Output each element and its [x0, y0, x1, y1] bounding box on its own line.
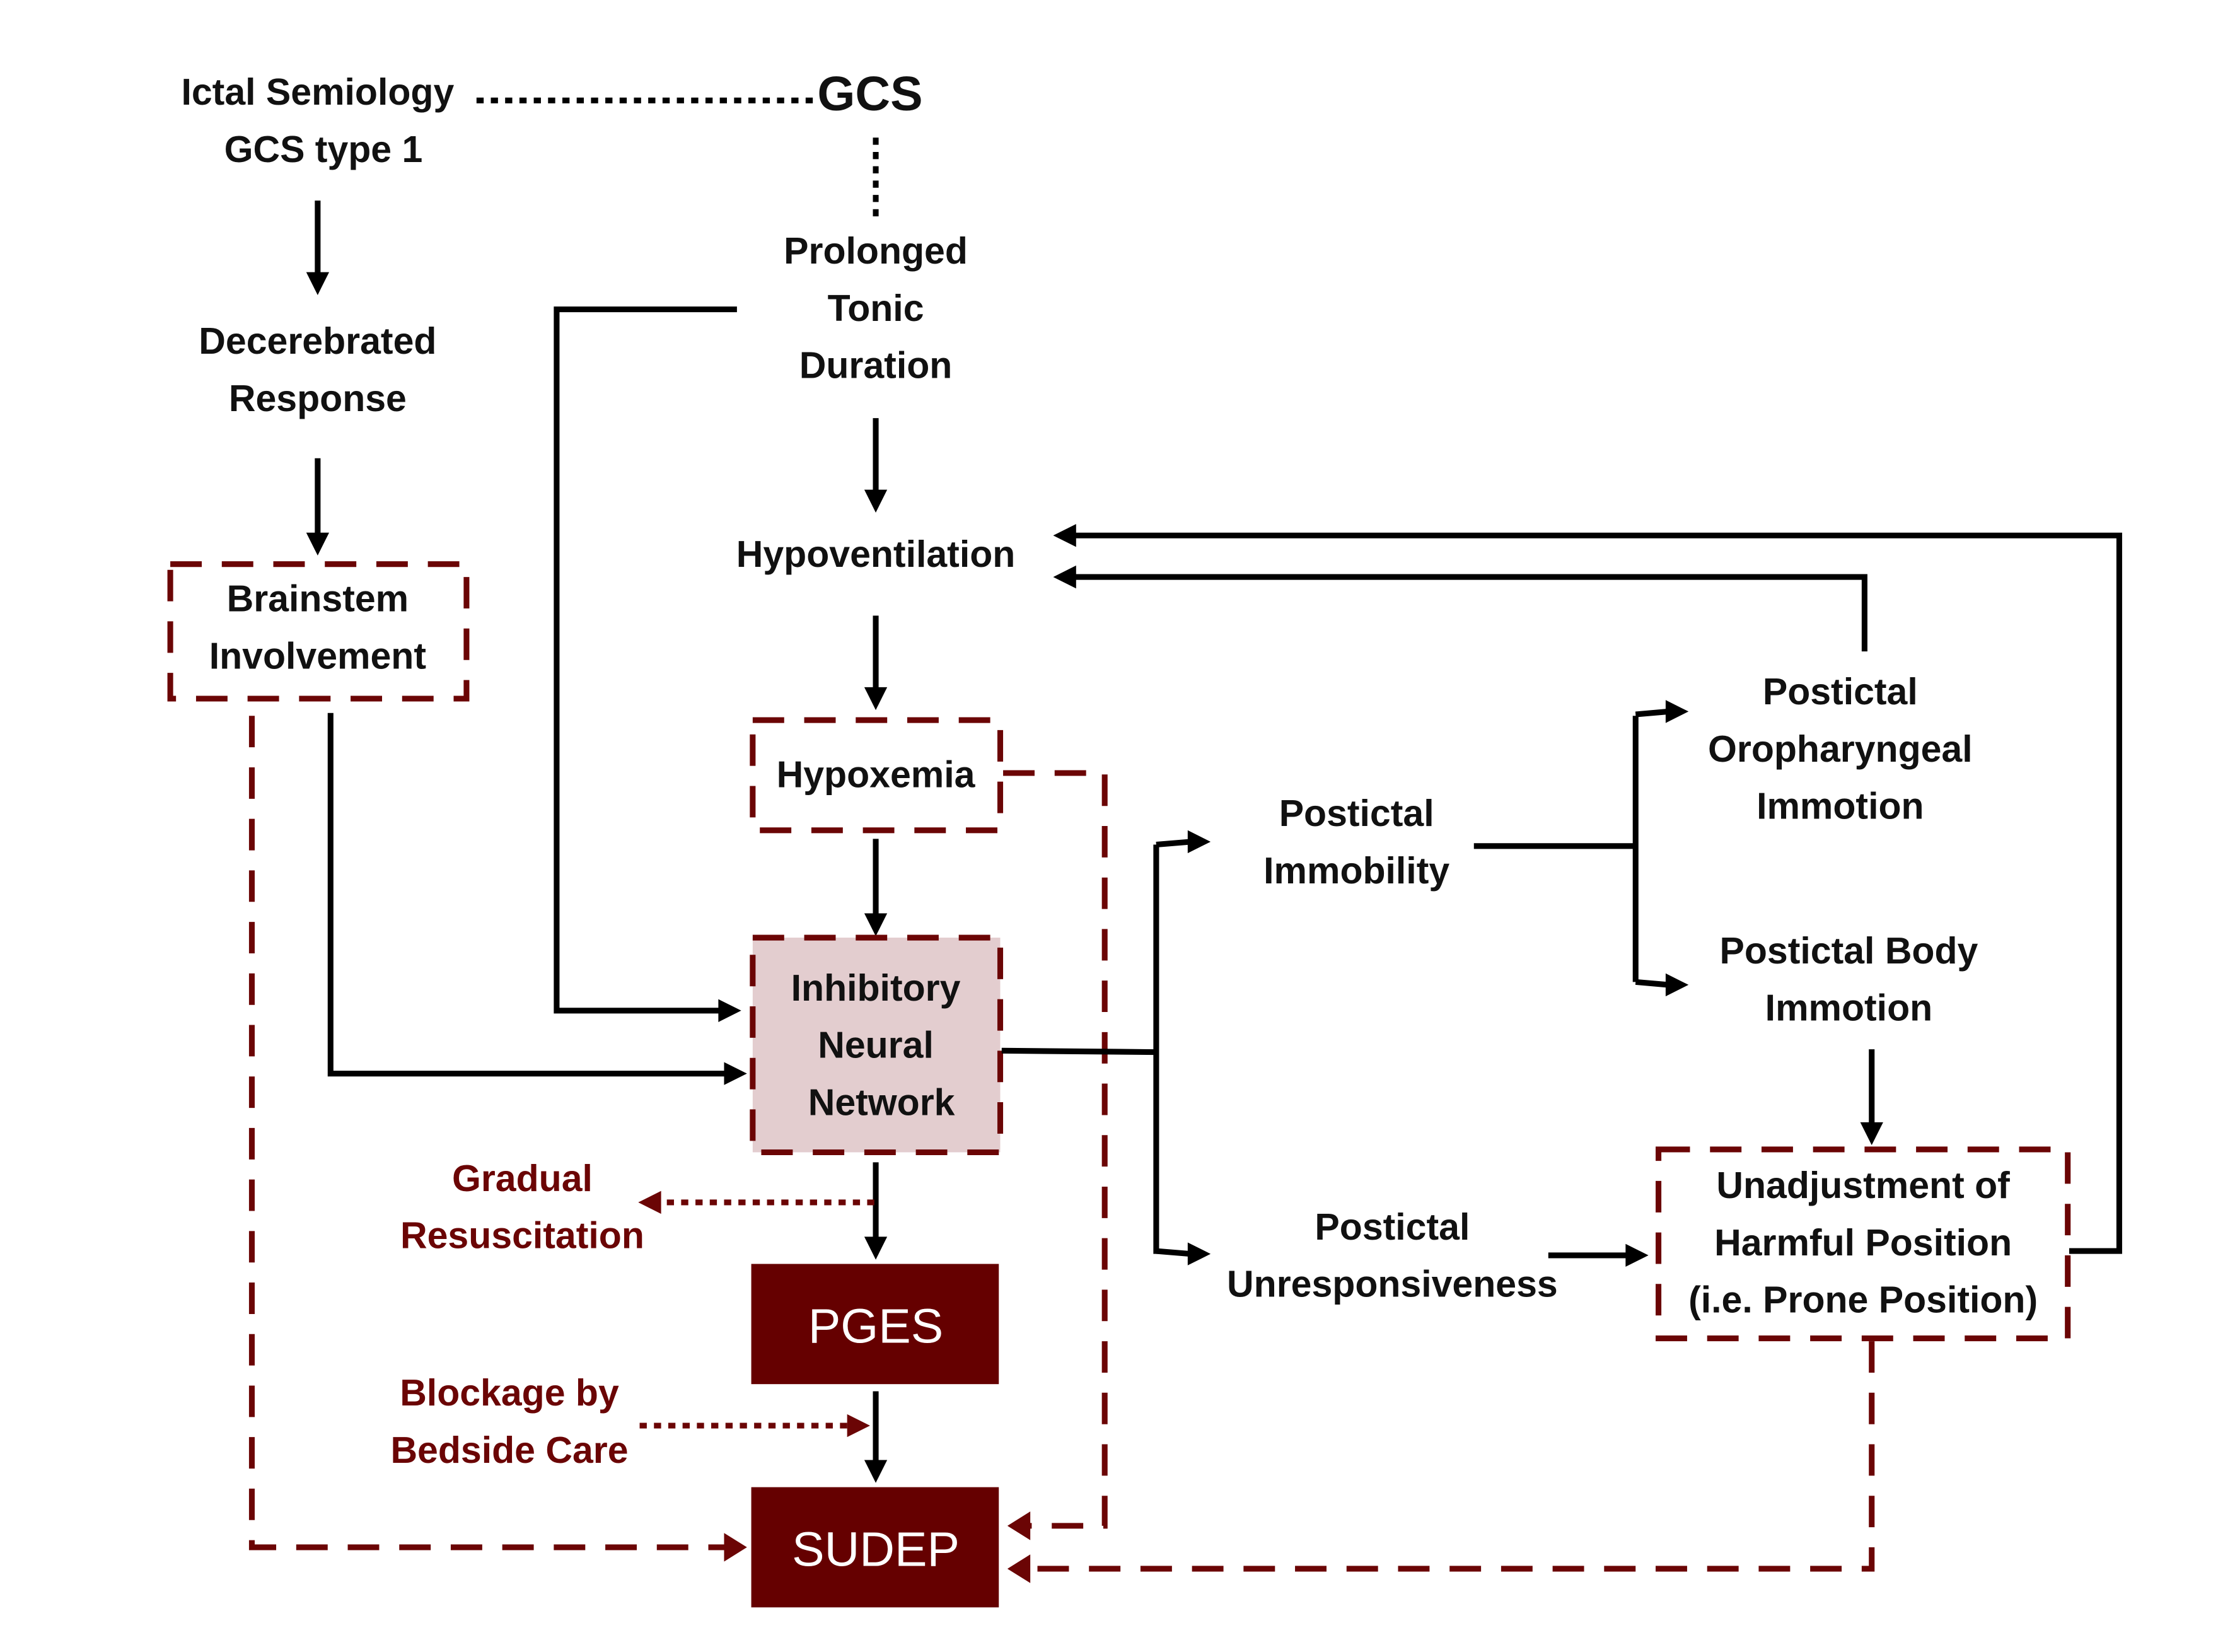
response-label: Response — [229, 378, 407, 419]
bedside-care-label: Bedside Care — [390, 1429, 628, 1471]
arrowhead — [718, 999, 741, 1022]
ictal-semiology-label: Ictal Semiology — [181, 71, 454, 113]
arrowhead — [1665, 700, 1689, 723]
inhibitory-network-box — [750, 934, 1004, 1156]
arrowhead — [1625, 1243, 1649, 1267]
arrowhead — [1187, 830, 1211, 854]
oropharyngeal-label-2: Oropharyngeal — [1708, 728, 1973, 770]
unadjustment-box — [1656, 1146, 2071, 1342]
hypoxemia-box — [750, 717, 1004, 834]
connector-brainstem-inhibitory — [327, 713, 727, 1077]
arrowhead — [306, 532, 330, 556]
arrowhead — [724, 1533, 747, 1562]
unadjustment-label-3: (i.e. Prone Position) — [1688, 1279, 2038, 1321]
arrow-to-oropharyngeal — [1635, 708, 1669, 718]
neural-label: Neural — [818, 1025, 934, 1066]
arrowhead — [864, 687, 888, 711]
arrowhead — [1053, 565, 1076, 589]
inhibitory-label: Inhibitory — [791, 967, 961, 1009]
arrow-to-immobility — [1156, 839, 1191, 848]
arrowhead — [724, 1062, 747, 1085]
arrowhead — [1665, 973, 1689, 997]
postictal-immobility-label-2: Immobility — [1263, 850, 1449, 892]
arrowhead — [306, 272, 330, 295]
oropharyngeal-label-3: Immotion — [1756, 786, 1924, 827]
arrowhead — [638, 1190, 661, 1214]
sudep-label: SUDEP — [792, 1522, 960, 1576]
brainstem-box — [167, 561, 470, 702]
unadjustment-label-2: Harmful Position — [1714, 1222, 2012, 1264]
arrowhead — [864, 1460, 888, 1483]
unresponsiveness-label-2: Unresponsiveness — [1227, 1264, 1558, 1305]
arrowhead — [1187, 1242, 1211, 1265]
unadjustment-label-1: Unadjustment of — [1716, 1165, 2010, 1206]
arrow-to-body — [1635, 979, 1669, 988]
arrowhead — [864, 913, 888, 936]
dashed-connector-unadjustment-sudep — [1030, 1341, 1875, 1572]
body-immotion-label-2: Immotion — [1765, 987, 1932, 1029]
unresponsiveness-label-1: Postictal — [1315, 1206, 1470, 1248]
brainstem-label: Brainstem — [227, 578, 409, 620]
arrowhead — [1860, 1122, 1883, 1146]
sudep-box — [751, 1487, 999, 1608]
gradual-label: Gradual — [452, 1158, 593, 1199]
arrowhead — [1053, 524, 1076, 547]
gcs-label: GCS — [817, 67, 922, 121]
postictal-immobility-label-1: Postictal — [1279, 793, 1434, 834]
decerebrated-label: Decerebrated — [199, 320, 436, 362]
connector-oropharyngeal-hypoventilation — [1073, 574, 1867, 652]
resuscitation-label: Resuscitation — [400, 1215, 644, 1257]
arrowhead — [864, 489, 888, 513]
involvement-label: Involvement — [209, 635, 426, 677]
hypoventilation-label: Hypoventilation — [736, 533, 1016, 575]
pges-label: PGES — [808, 1299, 943, 1353]
oropharyngeal-label-1: Postictal — [1763, 671, 1918, 713]
arrowhead — [1007, 1511, 1031, 1540]
blockage-label: Blockage by — [400, 1372, 619, 1414]
arrowhead — [1007, 1554, 1031, 1583]
connector-unadjustment-hypoventilation — [1073, 532, 2122, 1254]
gcs-type-label: GCS type 1 — [224, 129, 423, 170]
duration-label: Duration — [799, 345, 953, 387]
pges-box — [751, 1264, 999, 1385]
arrow-to-unresponsiveness — [1156, 1248, 1191, 1257]
tonic-label: Tonic — [828, 288, 924, 329]
network-label: Network — [808, 1081, 955, 1123]
connector-inhibitory-right — [1001, 1047, 1156, 1056]
hypoxemia-label: Hypoxemia — [777, 754, 976, 796]
body-immotion-label-1: Postictal Body — [1720, 930, 1978, 972]
arrowhead — [847, 1414, 870, 1438]
dashed-connector-brainstem-sudep — [248, 716, 727, 1550]
connector-tonic-inhibitory — [554, 306, 737, 1014]
prolonged-label: Prolonged — [784, 230, 968, 272]
arrowhead — [864, 1236, 888, 1260]
dashed-connector-hypoxemia-sudep — [1003, 770, 1108, 1529]
